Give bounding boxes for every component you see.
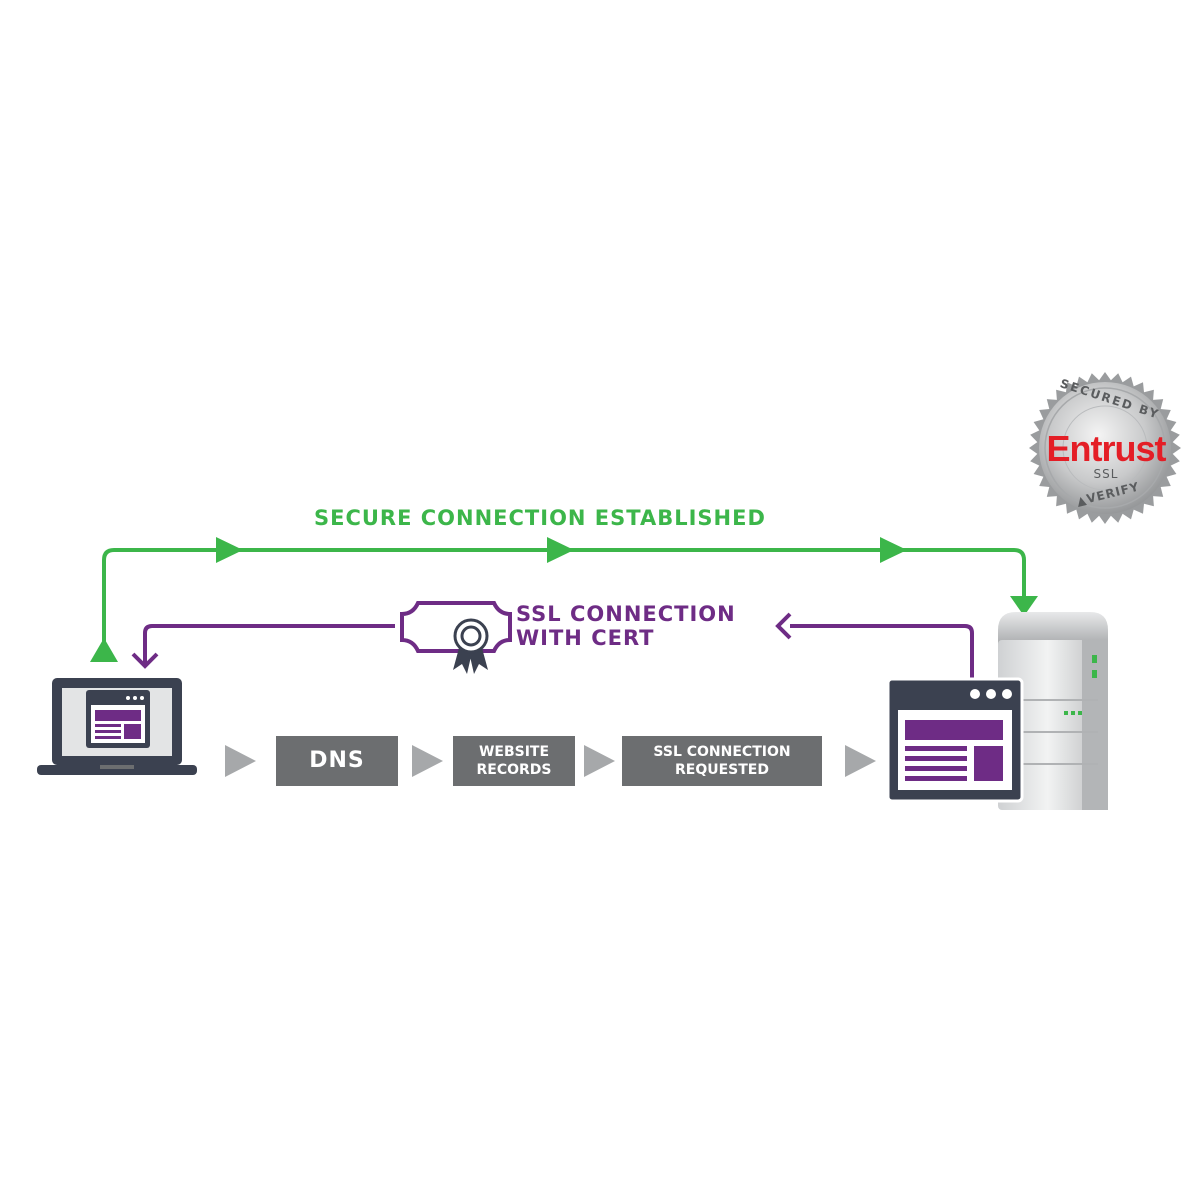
ssl-label-line-1: SSL CONNECTION [516,602,736,626]
server-icon [998,612,1108,810]
step-website-records-line-2: RECORDS [476,762,552,778]
chevron-right-icon [412,745,443,777]
badge-ssl-text: SSL [1093,467,1119,481]
chevron-right-icon [845,745,876,777]
step-dns: DNS [276,736,398,786]
certificate-icon [400,601,512,674]
browser-window-icon [886,677,1024,803]
step-ssl-requested-line-2: REQUESTED [675,762,769,778]
seal-badge-icon [1029,372,1181,524]
step-website-records: WEBSITE RECORDS [453,736,575,786]
step-ssl-requested: SSL CONNECTION REQUESTED [622,736,822,786]
ssl-cert-arrow [131,612,974,688]
ssl-connection-label: SSL CONNECTION WITH CERT [516,602,736,650]
step-ssl-requested-line-1: SSL CONNECTION [653,744,791,760]
chevron-right-icon [225,745,256,777]
badge-brand-name: Entrust [1046,428,1167,469]
secure-connection-label: SECURE CONNECTION ESTABLISHED [314,506,766,530]
chevron-right-icon [584,745,615,777]
flow-chevrons [225,745,876,777]
laptop-icon [37,678,197,775]
step-website-records-line-1: WEBSITE [478,744,550,760]
ssl-label-line-2: WITH CERT [516,626,655,650]
secure-connection-arrow [90,537,1038,662]
step-dns-label: DNS [309,748,365,773]
